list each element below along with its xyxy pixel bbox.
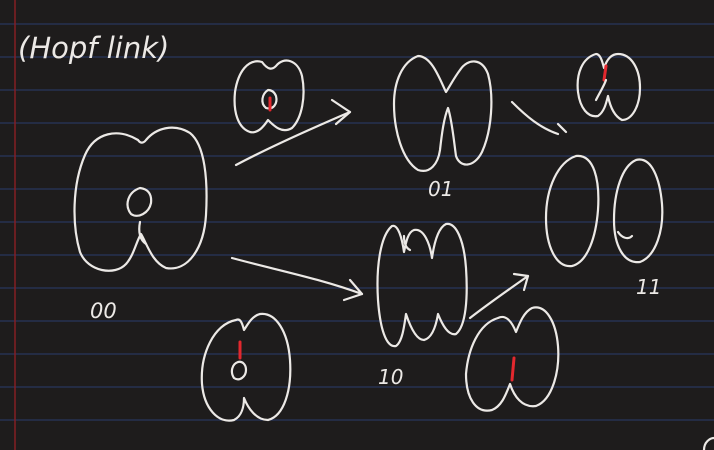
diagram-title: (Hopf link) [18,31,169,65]
label-10: 10 [378,365,403,389]
resolution-11 [544,154,664,268]
label-00: 00 [90,299,117,323]
saddle-diagram-10-to-11 [464,306,560,412]
arrow-00-to-10 [230,256,364,302]
edge-mark [702,436,714,450]
saddle-mark-top-right [602,64,608,82]
arrow-00-to-01 [234,98,352,167]
saddle-mark-bottom-right [510,356,516,382]
label-11: 11 [636,275,661,299]
arrow-10-to-11 [468,272,530,320]
saddle-diagram-00-to-10 [200,312,292,422]
resolution-10 [376,222,468,348]
saddle-diagram-01-to-11 [510,52,642,136]
resolution-00 [73,126,208,272]
resolution-01 [392,54,493,172]
ruled-lines [0,23,714,421]
label-01: 01 [428,177,453,201]
saddle-diagram-00-to-01 [233,59,305,134]
